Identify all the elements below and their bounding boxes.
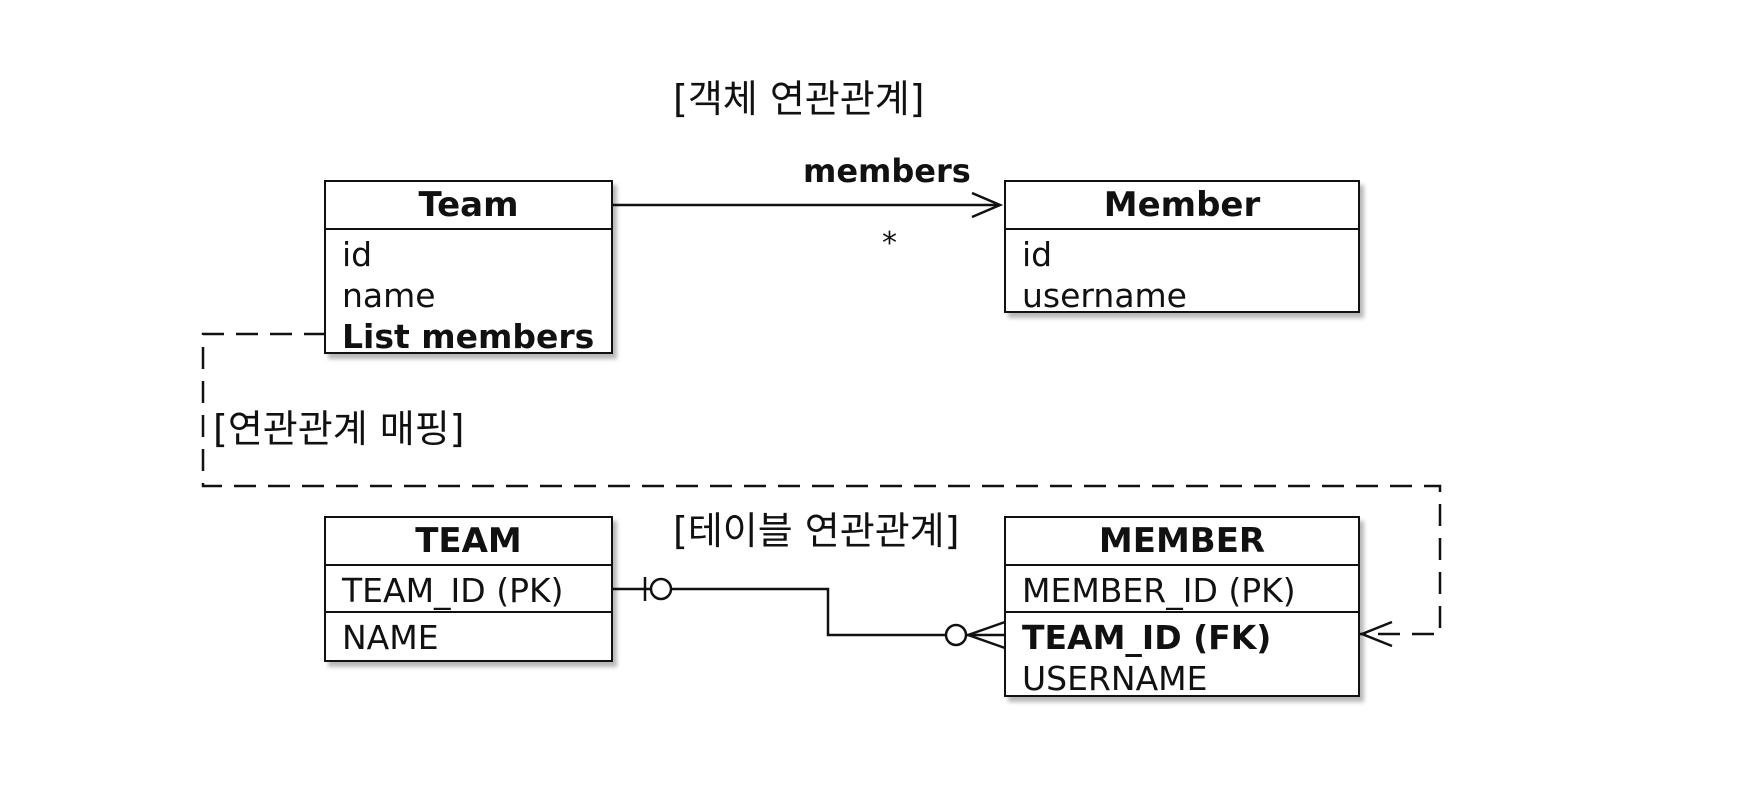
member-class-name: Member xyxy=(1006,182,1358,230)
zero-circle-mark-member xyxy=(944,623,968,647)
mapping-dashed-connector xyxy=(201,332,1442,648)
object-relation-title: [객체 연관관계] xyxy=(673,77,925,121)
er-relationship-line xyxy=(612,577,1006,650)
member-table-fk: TEAM_ID (FK) xyxy=(1022,618,1272,657)
member-table-box: MEMBER MEMBER_ID (PK) TEAM_ID (FK) USERN… xyxy=(1004,516,1360,698)
team-class-field-name: name xyxy=(342,276,436,315)
team-class-box: Team id name List members xyxy=(324,180,613,356)
team-table-column-name: NAME xyxy=(342,618,439,657)
member-class-box: Member id username xyxy=(1004,180,1360,315)
member-table-name: MEMBER xyxy=(1006,518,1358,566)
table-relation-title: [테이블 연관관계] xyxy=(673,509,960,553)
association-label: members xyxy=(803,152,971,190)
team-class-name: Team xyxy=(326,182,611,230)
team-class-field-id: id xyxy=(342,235,373,274)
crows-foot-mark xyxy=(967,620,1006,650)
member-table-pk: MEMBER_ID (PK) xyxy=(1022,571,1296,610)
team-table-pk: TEAM_ID (PK) xyxy=(342,571,564,610)
members-association-arrow xyxy=(612,191,1004,219)
member-class-field-username: username xyxy=(1022,276,1187,315)
member-table-column-username: USERNAME xyxy=(1022,659,1208,698)
zero-circle-mark-team xyxy=(649,577,673,601)
team-table-name: TEAM xyxy=(326,518,611,566)
team-table-box: TEAM TEAM_ID (PK) NAME xyxy=(324,516,613,662)
member-class-field-id: id xyxy=(1022,235,1053,274)
association-multiplicity: * xyxy=(882,226,897,261)
mapping-title: [연관관계 매핑] xyxy=(213,407,465,451)
team-class-field-members: List members xyxy=(342,317,595,356)
